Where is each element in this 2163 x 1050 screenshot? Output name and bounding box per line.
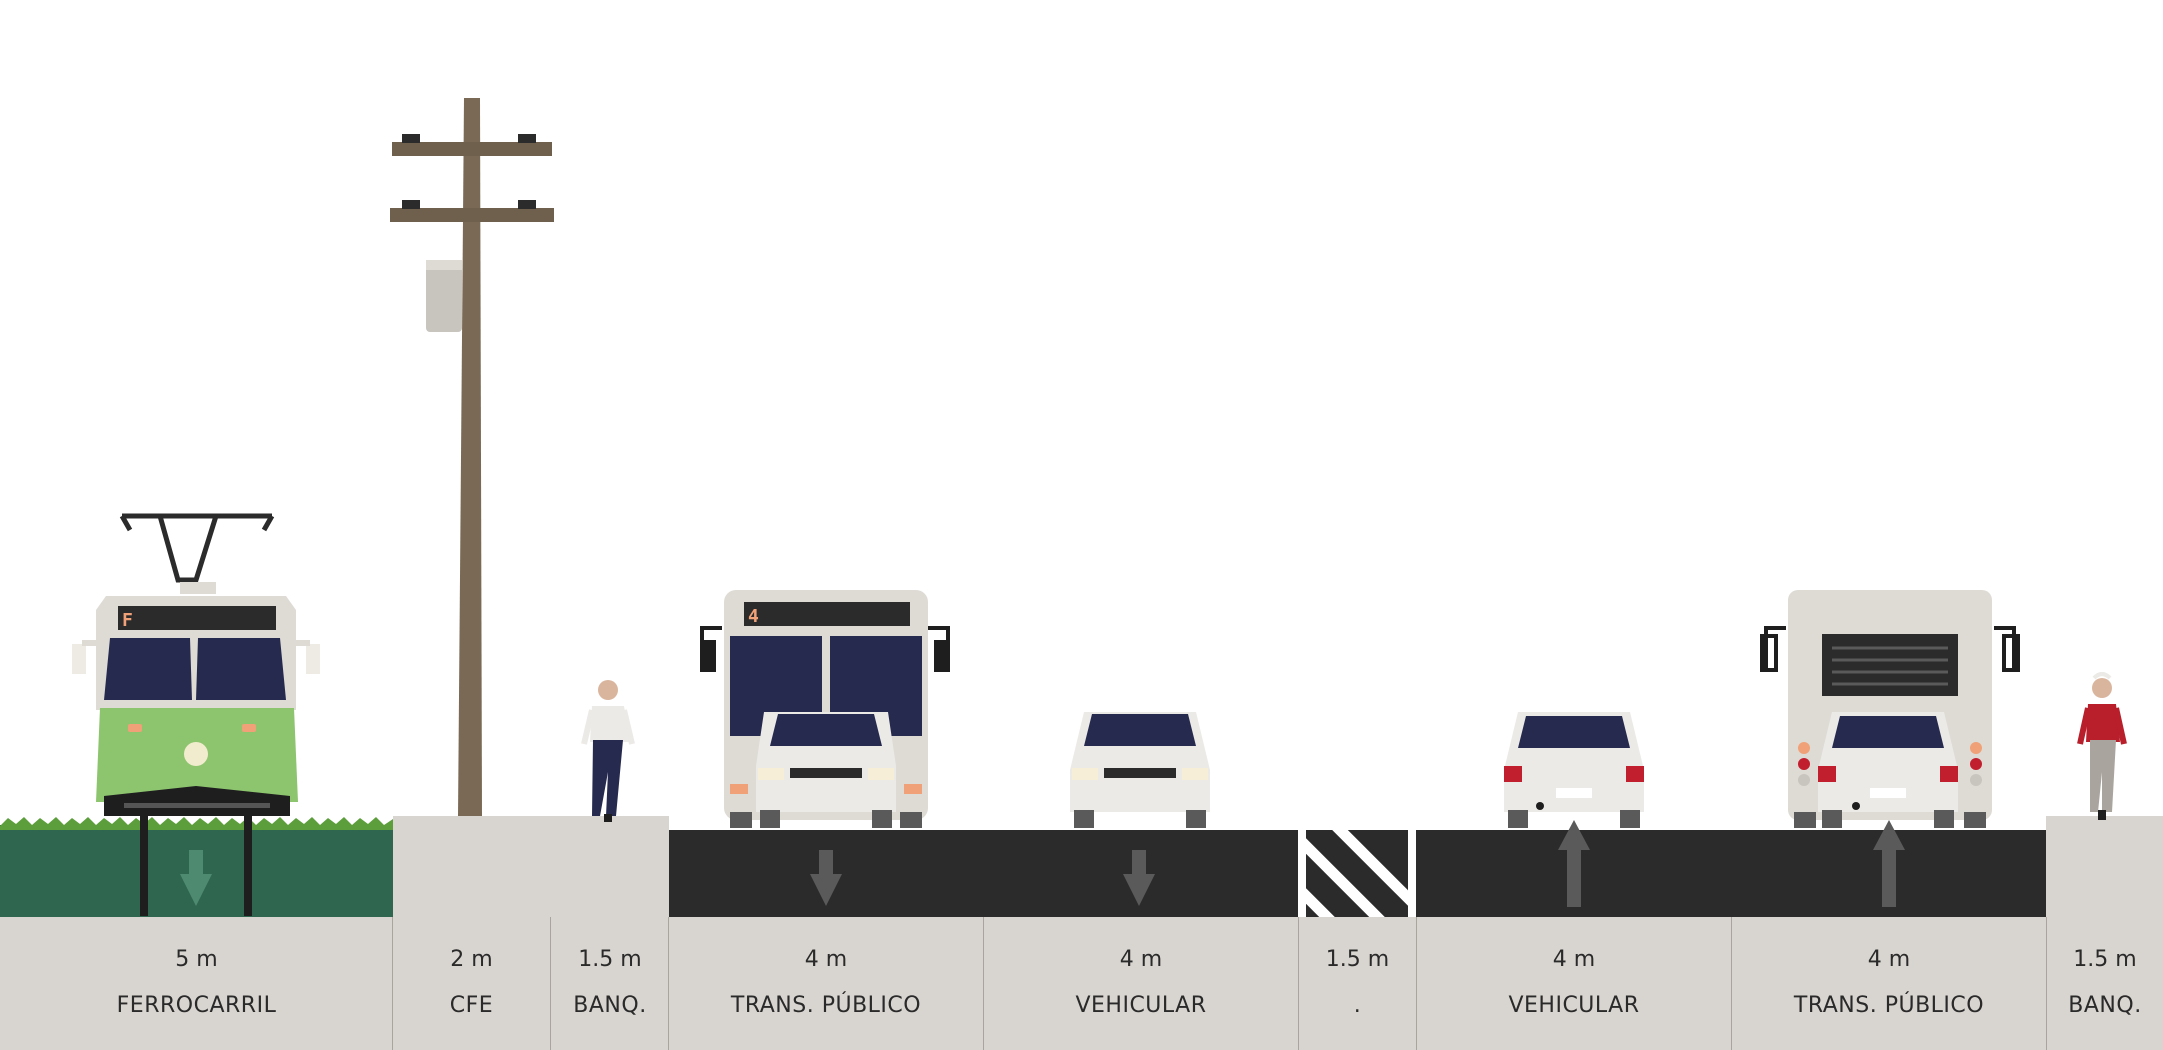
segment-name: . xyxy=(1353,993,1362,1018)
tram-illustration xyxy=(72,513,320,916)
segment-transporte-publico-left: 4 m TRANS. PÚBLICO xyxy=(669,917,983,1050)
road-surface-left xyxy=(669,830,1298,917)
segment-divider xyxy=(1731,917,1732,1050)
segment-vehicular-left: 4 m VEHICULAR xyxy=(984,917,1298,1050)
segment-cfe: 2 m CFE xyxy=(393,917,550,1050)
segment-banqueta-right: 1.5 m BANQ. xyxy=(2047,917,2163,1050)
segment-width: 4 m xyxy=(1552,947,1596,972)
segment-width: 5 m xyxy=(175,947,218,972)
segment-vehicular-right: 4 m VEHICULAR xyxy=(1417,917,1731,1050)
tram-route-sign: F xyxy=(122,610,133,631)
pedestrian-right-illustration xyxy=(2077,672,2127,820)
road-surface-right xyxy=(1416,830,2046,917)
cfe-sidewalk-surface xyxy=(393,816,669,917)
segment-name: TRANS. PÚBLICO xyxy=(1793,993,1985,1018)
segment-width: 2 m xyxy=(450,947,493,972)
segment-ferrocarril: 5 m FERROCARRIL xyxy=(0,917,393,1050)
segment-name: BANQ. xyxy=(573,993,647,1018)
car-front-illustration xyxy=(1070,712,1210,828)
grass-strip xyxy=(0,817,393,830)
segment-transporte-publico-right: 4 m TRANS. PÚBLICO xyxy=(1732,917,2046,1050)
car-rear-illustration xyxy=(1818,712,1958,828)
utility-pole-illustration xyxy=(390,98,554,816)
segment-width: 1.5 m xyxy=(1325,947,1390,972)
segment-name: TRANS. PÚBLICO xyxy=(730,993,922,1018)
segment-banqueta-left: 1.5 m BANQ. xyxy=(551,917,669,1050)
arrow-down-icon xyxy=(180,850,212,906)
car-front-illustration xyxy=(756,712,896,828)
segment-width: 1.5 m xyxy=(2073,947,2137,972)
segment-name: VEHICULAR xyxy=(1075,993,1207,1018)
segment-divider xyxy=(983,917,984,1050)
arrow-up-icon xyxy=(1873,820,1905,907)
segment-width: 4 m xyxy=(1119,947,1163,972)
car-rear-illustration xyxy=(1504,712,1644,828)
segment-width: 4 m xyxy=(1867,947,1911,972)
segment-divider xyxy=(1298,917,1299,1050)
segment-name: CFE xyxy=(449,993,494,1018)
arrow-up-icon xyxy=(1558,820,1590,907)
segment-name: FERROCARRIL xyxy=(116,993,277,1018)
segment-name: VEHICULAR xyxy=(1508,993,1640,1018)
segment-divider xyxy=(668,917,669,1050)
segment-label-band xyxy=(0,917,2163,1050)
segment-divider xyxy=(392,917,393,1050)
segment-name: BANQ. xyxy=(2068,993,2142,1018)
segment-median: 1.5 m . xyxy=(1299,917,1416,1050)
arrow-down-icon xyxy=(1123,850,1155,906)
pedestrian-left-illustration xyxy=(581,680,635,822)
arrow-down-icon xyxy=(810,850,842,906)
segment-divider xyxy=(550,917,551,1050)
segment-divider xyxy=(1416,917,1417,1050)
bus-route-sign: 4 xyxy=(748,606,759,627)
segment-divider xyxy=(2046,917,2047,1050)
segment-width: 1.5 m xyxy=(578,947,642,972)
right-sidewalk-surface xyxy=(2046,816,2163,917)
segment-width: 4 m xyxy=(804,947,848,972)
median-hatching xyxy=(1298,830,1416,917)
